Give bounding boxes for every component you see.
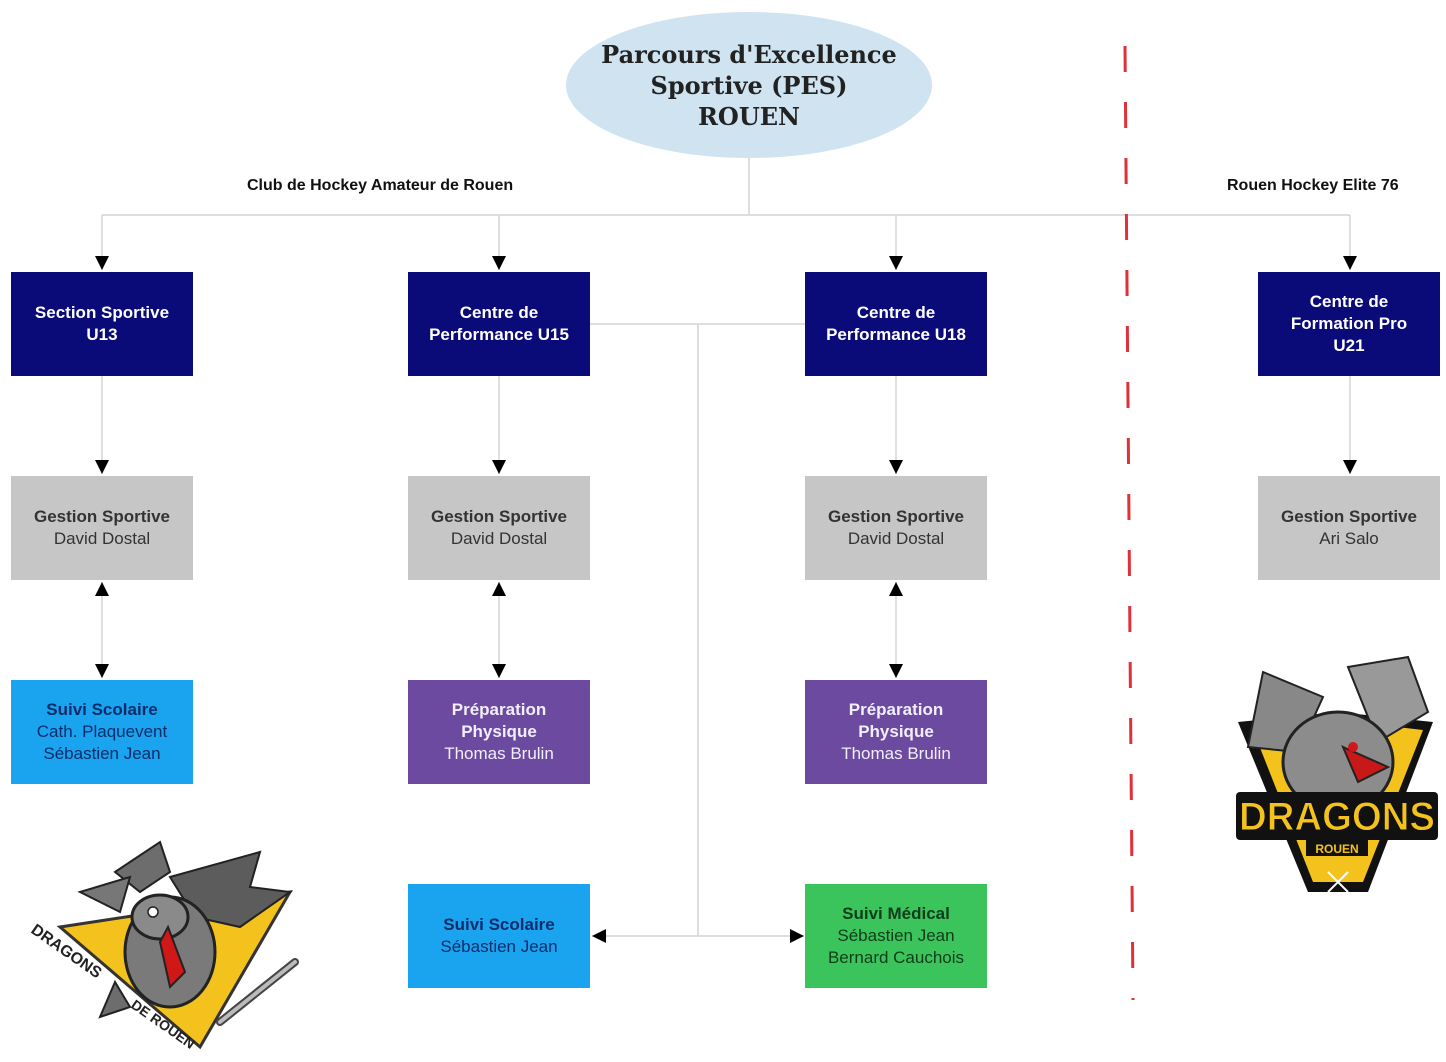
box-line-1: Centre de bbox=[1309, 292, 1389, 311]
box-suivi-medical: Suivi Médical Sébastien Jean Bernard Cau… bbox=[805, 884, 987, 988]
box-person-2: Bernard Cauchois bbox=[827, 948, 965, 967]
box-centre-performance-u18: Centre de Performance U18 bbox=[805, 272, 987, 376]
box-gestion-sportive-u15: Gestion Sportive David Dostal bbox=[408, 476, 590, 580]
box-person: Ari Salo bbox=[1319, 529, 1379, 548]
box-preparation-physique-u15: Préparation Physique Thomas Brulin bbox=[408, 680, 590, 784]
box-line-3: U21 bbox=[1333, 336, 1365, 355]
box-title: Gestion Sportive bbox=[1280, 507, 1418, 526]
logo-right-text-1: DRAGONS bbox=[1239, 795, 1435, 839]
logo-right-text-2: ROUEN bbox=[1315, 842, 1358, 856]
box-line-2: Performance U18 bbox=[826, 325, 966, 344]
title-line-3: ROUEN bbox=[697, 101, 800, 131]
dragons-rouen-logo: DRAGONS ROUEN bbox=[1236, 655, 1438, 893]
box-suivi-scolaire-u13: Suivi Scolaire Cath. Plaquevent Sébastie… bbox=[11, 680, 193, 784]
box-line-1: Centre de bbox=[459, 303, 539, 322]
box-title-2: Physique bbox=[461, 722, 537, 741]
box-gestion-sportive-u21: Gestion Sportive Ari Salo bbox=[1258, 476, 1440, 580]
box-centre-performance-u15: Centre de Performance U15 bbox=[408, 272, 590, 376]
org-label-amateur: Club de Hockey Amateur de Rouen bbox=[247, 177, 514, 194]
box-title: Gestion Sportive bbox=[33, 507, 171, 526]
title-line-2: Sportive (PES) bbox=[650, 70, 848, 100]
box-title: Gestion Sportive bbox=[827, 507, 965, 526]
box-gestion-sportive-u18: Gestion Sportive David Dostal bbox=[805, 476, 987, 580]
box-person-1: Sébastien Jean bbox=[837, 926, 955, 945]
box-section-sportive-u13: Section Sportive U13 bbox=[11, 272, 193, 376]
box-title: Suivi Scolaire bbox=[46, 700, 158, 719]
box-person: Thomas Brulin bbox=[841, 744, 951, 763]
box-suivi-scolaire-shared: Suivi Scolaire Sébastien Jean bbox=[408, 884, 590, 988]
box-preparation-physique-u18: Préparation Physique Thomas Brulin bbox=[805, 680, 987, 784]
box-line-1: Centre de bbox=[856, 303, 936, 322]
dragon-icon bbox=[56, 840, 299, 1050]
box-line-2: Formation Pro bbox=[1290, 314, 1408, 333]
box-person: David Dostal bbox=[847, 529, 945, 548]
box-title: Gestion Sportive bbox=[430, 507, 568, 526]
divider-line bbox=[1123, 45, 1135, 1001]
box-line-2: Performance U15 bbox=[429, 325, 569, 344]
box-person: Thomas Brulin bbox=[444, 744, 554, 763]
box-person: Sébastien Jean bbox=[440, 937, 558, 956]
box-person: David Dostal bbox=[450, 529, 548, 548]
dragon-icon bbox=[1238, 655, 1433, 893]
box-person-2: Sébastien Jean bbox=[43, 744, 161, 763]
dragons-de-rouen-logo: DRAGONS DE ROUEN bbox=[28, 840, 299, 1052]
org-label-elite: Rouen Hockey Elite 76 bbox=[1227, 177, 1399, 194]
box-gestion-sportive-u13: Gestion Sportive David Dostal bbox=[11, 476, 193, 580]
title-ellipse: Parcours d'Excellence Sportive (PES) ROU… bbox=[566, 12, 932, 158]
box-person: David Dostal bbox=[53, 529, 151, 548]
box-person-1: Cath. Plaquevent bbox=[36, 722, 168, 741]
box-title-2: Physique bbox=[858, 722, 934, 741]
box-title-1: Préparation bbox=[848, 700, 944, 719]
box-title: Section Sportive U13 bbox=[34, 303, 170, 344]
box-centre-formation-pro-u21: Centre de Formation Pro U21 bbox=[1258, 272, 1440, 376]
title-line-1: Parcours d'Excellence bbox=[601, 39, 897, 69]
box-title: Suivi Médical bbox=[842, 904, 950, 923]
box-title-1: Préparation bbox=[451, 700, 547, 719]
box-title: Suivi Scolaire bbox=[443, 915, 555, 934]
